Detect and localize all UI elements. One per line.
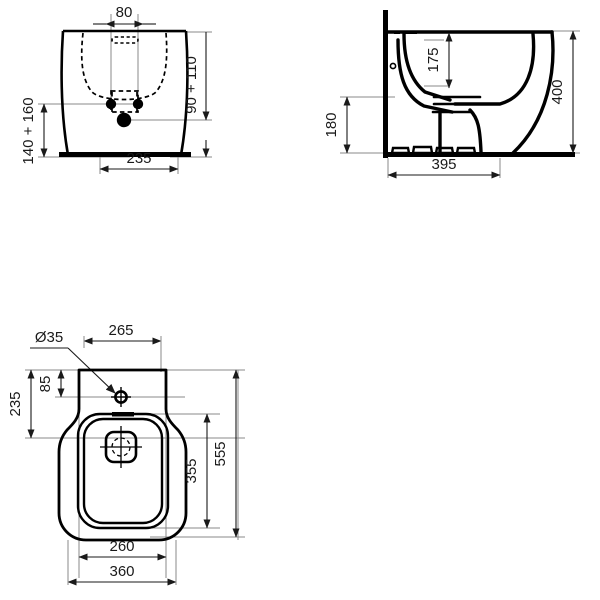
dim-label-235-plan: 235 (7, 391, 24, 416)
plan-overflow-slot (112, 412, 134, 417)
dim-395: 395 (387, 156, 501, 179)
plan-view: Ø35 265 (7, 322, 245, 586)
dim-label-235-front: 235 (126, 150, 151, 167)
dim-355: 355 (183, 413, 211, 529)
dim-label-360: 360 (109, 563, 134, 580)
side-base-slots (390, 145, 477, 155)
dim-label-395: 395 (431, 156, 456, 173)
dim-label-555: 555 (212, 441, 229, 466)
dim-label-90-110: 90 + 110 (183, 56, 200, 114)
side-body-outline (386, 30, 555, 155)
front-body-outline (60, 29, 189, 156)
dim-label-140-160: 140 + 160 (20, 97, 37, 164)
dim-555: 555 (212, 369, 240, 538)
dim-140-160: 140 + 160 (20, 97, 48, 165)
plan-waste-outlet (100, 426, 142, 468)
dim-label-265: 265 (108, 322, 133, 339)
side-wall-line (383, 10, 388, 158)
side-wall-fixings (389, 31, 417, 70)
dim-label-180: 180 (323, 112, 340, 137)
front-floor-line (59, 152, 191, 157)
front-tap-hole-right (132, 98, 144, 110)
side-elevation-view: 175 180 395 400 (323, 10, 580, 179)
dim-label-355: 355 (183, 458, 200, 483)
front-tap-hole-left (105, 98, 117, 110)
dim-260: 260 (78, 538, 167, 561)
dim-label-d35: Ø35 (35, 329, 63, 346)
dim-85: 85 (37, 369, 65, 398)
front-elevation-view: 80 140 + 160 (20, 4, 212, 174)
dim-235-front: 235 (99, 150, 179, 173)
dim-400: 400 (549, 30, 577, 154)
plan-body-outline (57, 368, 188, 542)
dim-label-80: 80 (116, 4, 133, 21)
side-floor-line (385, 152, 575, 157)
front-waste-hole (116, 112, 132, 128)
plan-tap-hole (111, 387, 131, 407)
dim-90-110: 90 + 110 (183, 32, 210, 158)
dim-265: 265 (83, 322, 162, 372)
dim-175: 175 (425, 32, 453, 89)
dim-235-plan: 235 (7, 369, 35, 439)
dim-label-260: 260 (109, 538, 134, 555)
dim-label-400: 400 (549, 79, 566, 104)
dim-label-175: 175 (425, 47, 442, 72)
side-trap-detail (431, 95, 484, 114)
dim-180: 180 (323, 96, 351, 154)
dim-label-85: 85 (37, 376, 54, 393)
dim-80: 80 (93, 4, 156, 28)
dim-360: 360 (67, 540, 177, 586)
front-overflow-slot (111, 36, 139, 44)
